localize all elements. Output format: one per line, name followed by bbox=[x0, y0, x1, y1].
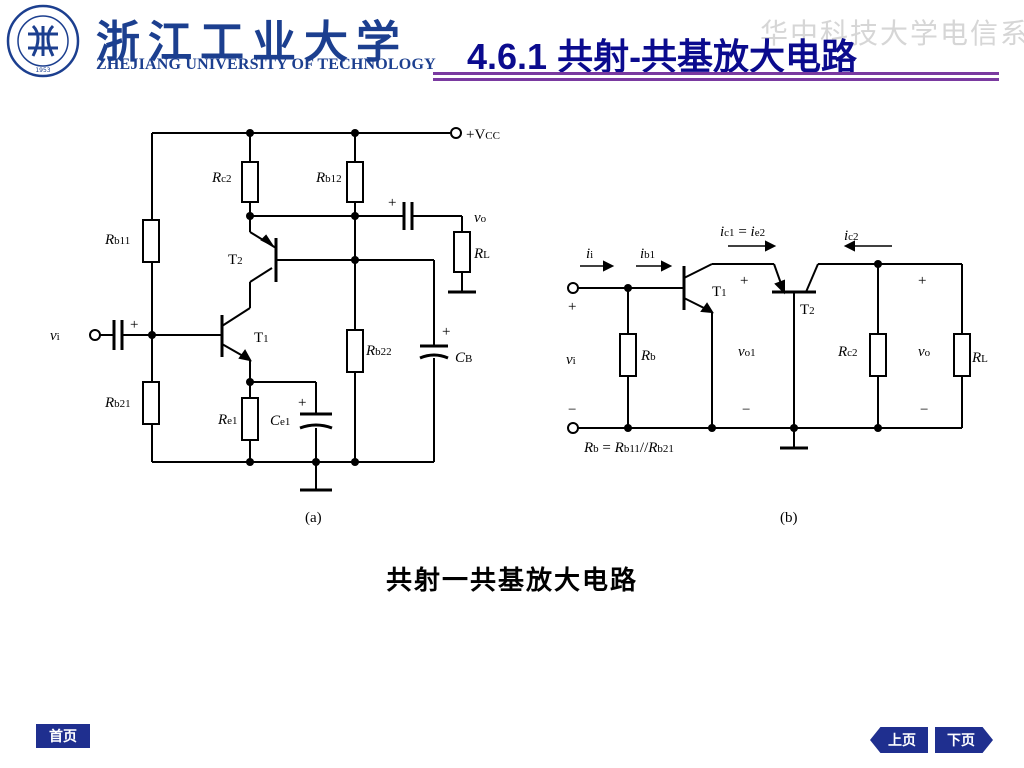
vo1-label: vo1 bbox=[738, 344, 756, 360]
plus-sign: + bbox=[298, 395, 306, 411]
vo-b-label: vo bbox=[918, 344, 931, 360]
rc2-label: Rc2 bbox=[211, 170, 232, 186]
plus-sign: + bbox=[568, 299, 576, 315]
ib1-label: ib1 bbox=[640, 246, 655, 262]
university-seal-logo: 1953 bbox=[6, 4, 80, 78]
watermark-text: 华中科技大学电信系 bbox=[760, 17, 1024, 50]
rl-label: RL bbox=[473, 246, 490, 262]
t1-label: T1 bbox=[254, 330, 269, 346]
caption-a: (a) bbox=[305, 510, 322, 526]
rc2-b-label: Rc2 bbox=[837, 344, 858, 360]
t2-label: T2 bbox=[228, 252, 243, 268]
vcc-label: +VCC bbox=[466, 127, 500, 143]
minus-sign: − bbox=[568, 402, 576, 418]
rb11-label: Rb11 bbox=[104, 232, 130, 248]
plus-sign: + bbox=[740, 273, 748, 289]
t2b-label: T2 bbox=[800, 302, 815, 318]
caption-b: (b) bbox=[780, 510, 798, 526]
vi-b-label: vi bbox=[566, 352, 576, 368]
minus-sign: − bbox=[920, 402, 928, 418]
ic2-label: ic2 bbox=[844, 228, 859, 244]
plus-sign: + bbox=[442, 324, 450, 340]
title-divider bbox=[433, 72, 999, 75]
ii-label: ii bbox=[586, 246, 593, 262]
university-name-en: ZHEJIANG UNIVERSITY OF TECHNOLOGY bbox=[96, 56, 436, 73]
re1-label: Re1 bbox=[217, 412, 238, 428]
ic1-ie2-label: ic1 = ie2 bbox=[720, 224, 765, 240]
slide-title: 4.6.1 共射-共基放大电路 bbox=[467, 36, 858, 77]
rl-b-label: RL bbox=[971, 350, 988, 366]
plus-sign: + bbox=[388, 195, 396, 211]
rb21-label: Rb21 bbox=[104, 395, 131, 411]
circuit-diagrams: +VCC Rc2 Rb12 Rb11 Rb21 Rb22 Re1 Ce1 CB … bbox=[50, 127, 988, 526]
university-name-cn: 浙江工业大学 bbox=[96, 17, 408, 68]
rb22-label: Rb22 bbox=[365, 343, 392, 359]
cb-label: CB bbox=[455, 350, 472, 366]
seal-year: 1953 bbox=[35, 67, 50, 74]
figure-caption: 共射一共基放大电路 bbox=[385, 566, 638, 596]
next-page-button[interactable]: 下页 bbox=[935, 727, 993, 753]
previous-page-button[interactable]: 上页 bbox=[870, 727, 928, 753]
plus-sign: + bbox=[918, 273, 926, 289]
t1b-label: T1 bbox=[712, 284, 727, 300]
minus-sign: − bbox=[742, 402, 750, 418]
rb-label: Rb bbox=[640, 348, 656, 364]
vo-label: vo bbox=[474, 210, 487, 226]
home-button[interactable]: 首页 bbox=[36, 724, 90, 748]
title-divider-second bbox=[433, 78, 999, 81]
rb12-label: Rb12 bbox=[315, 170, 342, 186]
ce1-label: Ce1 bbox=[270, 413, 290, 429]
plus-sign: + bbox=[130, 317, 138, 333]
vi-label: vi bbox=[50, 328, 60, 344]
rb-formula: Rb = Rb11//Rb21 bbox=[583, 440, 674, 456]
